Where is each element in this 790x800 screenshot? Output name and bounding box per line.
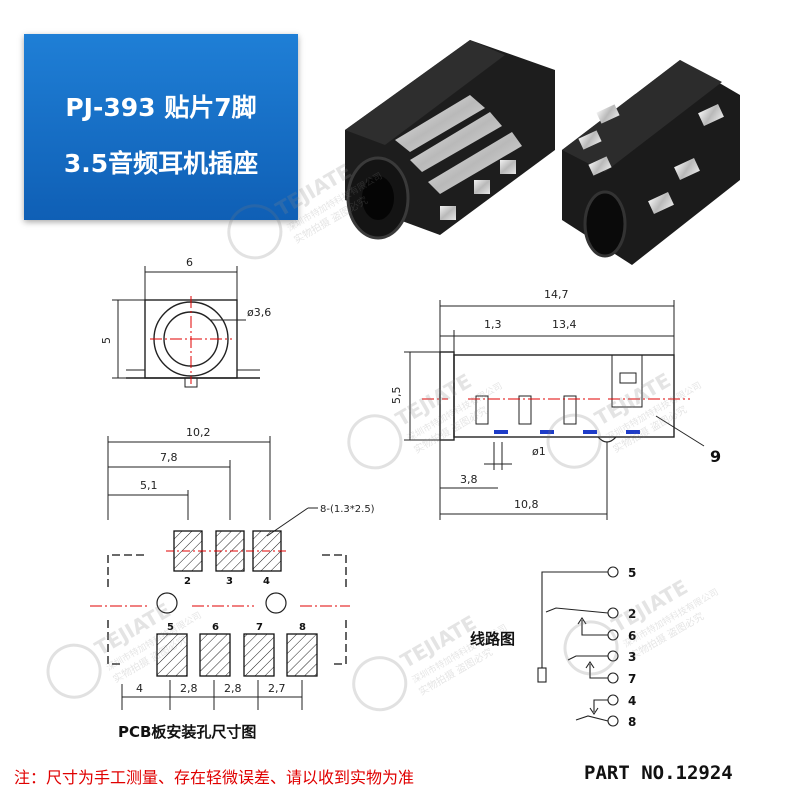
front-height-label: 5 bbox=[100, 337, 113, 344]
pcb-bottom-dim-3: 2,8 bbox=[224, 682, 242, 695]
watermark-5: TEJIATE 深圳市特加特科技有限公司 实物拍摄 盗图必究 bbox=[546, 368, 704, 469]
side-body-length-label: 13,4 bbox=[552, 318, 577, 331]
side-pin-hook bbox=[597, 436, 617, 443]
circuit-pin-6: 6 bbox=[628, 629, 636, 643]
pcb-mount-holes bbox=[156, 592, 287, 614]
pin-offset-label: 3,8 bbox=[460, 473, 478, 486]
pcb-dimension-lines bbox=[107, 436, 318, 710]
front-view-drawing bbox=[112, 266, 260, 388]
disclaimer-note: 注：尺寸为手工测量、存在轻微误差、请以收到实物为准 bbox=[14, 768, 415, 787]
circuit-pin-7: 7 bbox=[628, 672, 636, 686]
watermark-6: TEJIATE 深圳市特加特科技有限公司 实物拍摄 盗图必究 bbox=[563, 575, 721, 676]
pad-8 bbox=[286, 633, 318, 677]
pad-6 bbox=[199, 633, 231, 677]
side-total-length-label: 14,7 bbox=[544, 288, 569, 301]
front-width-label: 6 bbox=[186, 256, 193, 269]
pad-label-6: 6 bbox=[212, 622, 219, 633]
circuit-pin-4: 4 bbox=[628, 694, 636, 708]
circuit-pin-8: 8 bbox=[628, 715, 636, 729]
pcb-outline bbox=[107, 554, 347, 665]
banner-line-2: 3.5音频耳机插座 bbox=[63, 149, 259, 178]
pad-label-4: 4 bbox=[263, 576, 270, 587]
pcb-bottom-dim-2: 2,8 bbox=[180, 682, 198, 695]
pcb-pad-row-width-label: 7,8 bbox=[160, 451, 178, 464]
product-photo-left bbox=[345, 40, 555, 240]
side-view-pads bbox=[494, 430, 640, 434]
circuit-diagram bbox=[537, 566, 619, 727]
part-number: PART NO.12924 bbox=[584, 762, 733, 784]
pcb-pads-top bbox=[166, 530, 288, 572]
side-view-drawing bbox=[404, 300, 705, 520]
pad-label-3: 3 bbox=[226, 576, 233, 587]
side-height-label: 5,5 bbox=[390, 387, 403, 405]
product-photo-right bbox=[562, 60, 740, 265]
circuit-pin-5: 5 bbox=[628, 566, 636, 580]
pad-label-5: 5 bbox=[167, 622, 174, 633]
pad-size-label: 8-(1.3*2.5) bbox=[320, 504, 375, 515]
pcb-offset-label: 5,1 bbox=[140, 479, 158, 492]
title-banner: PJ-393 贴片7脚 3.5音频耳机插座 bbox=[24, 34, 298, 220]
pad-label-2: 2 bbox=[184, 576, 191, 587]
pin-diameter-label: ø1 bbox=[532, 445, 546, 458]
banner-line-1: PJ-393 贴片7脚 bbox=[65, 93, 257, 122]
circuit-pin-2: 2 bbox=[628, 607, 636, 621]
pcb-width-label: 10,2 bbox=[186, 426, 211, 439]
side-front-length-label: 1,3 bbox=[484, 318, 502, 331]
hole-diameter-label: ø3,6 bbox=[247, 306, 271, 319]
circuit-pin-3: 3 bbox=[628, 650, 636, 664]
pin-span-label: 10,8 bbox=[514, 498, 539, 511]
pad-label-8: 8 bbox=[299, 622, 306, 633]
pad-7 bbox=[243, 633, 275, 677]
circuit-title: 线路图 bbox=[470, 630, 515, 648]
pcb-bottom-dim-1: 4 bbox=[136, 682, 143, 695]
callout-number: 9 bbox=[710, 447, 721, 466]
pad-label-7: 7 bbox=[256, 622, 263, 633]
watermark-4: TEJIATE 深圳市特加特科技有限公司 实物拍摄 盗图必究 bbox=[352, 610, 509, 712]
pcb-pads-bottom bbox=[156, 633, 318, 677]
pcb-bottom-dim-4: 2,7 bbox=[268, 682, 286, 695]
pad-5 bbox=[156, 633, 188, 677]
pcb-title: PCB板安装孔尺寸图 bbox=[118, 723, 256, 741]
